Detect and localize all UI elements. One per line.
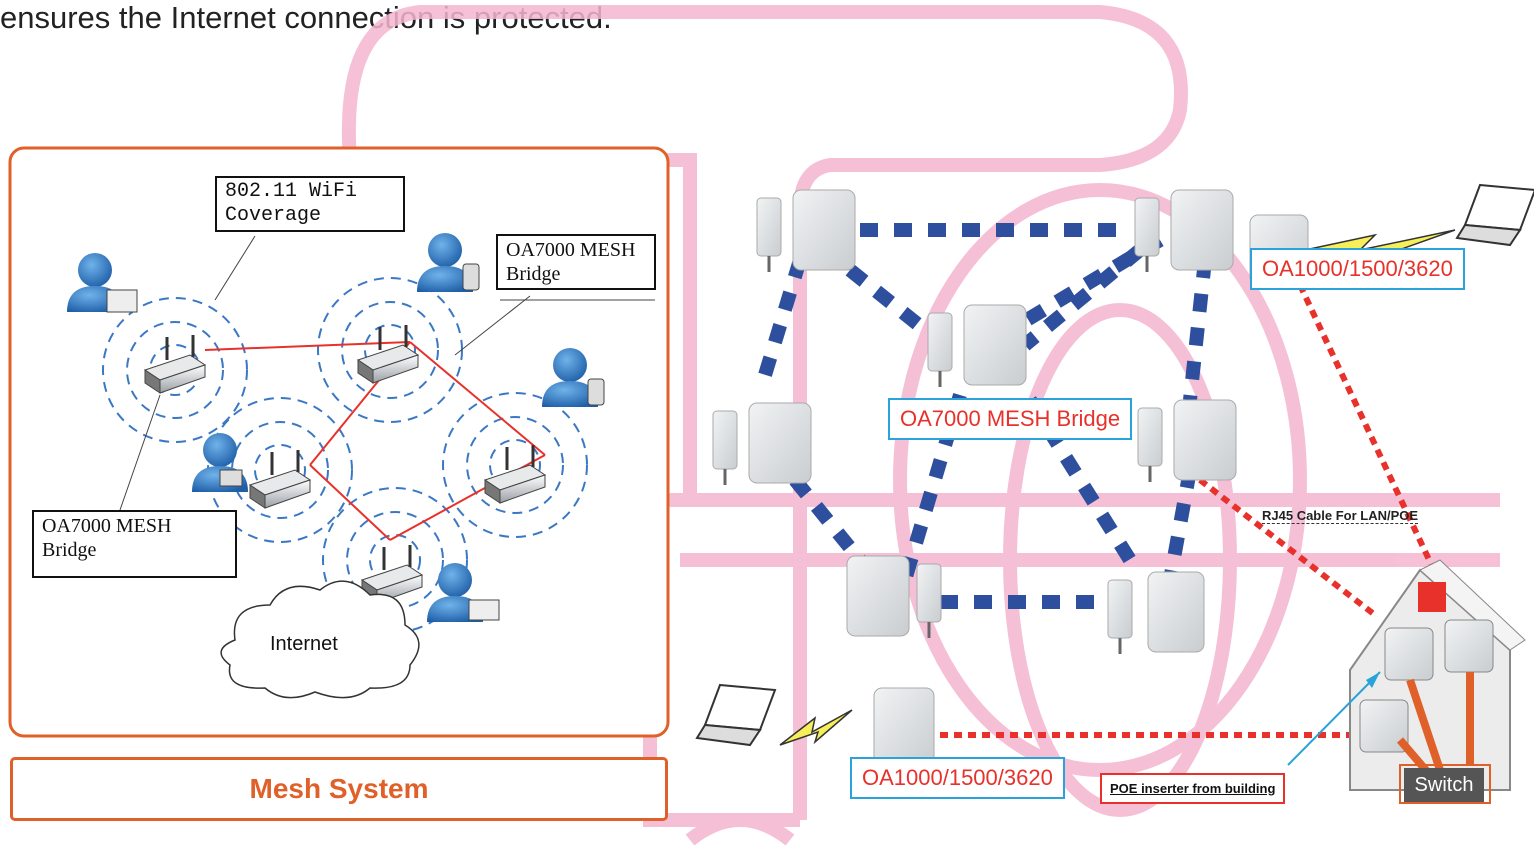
user-icon: [67, 233, 605, 622]
wifi-coverage-label: 802.11 WiFi Coverage: [215, 176, 405, 232]
oa7000-mesh-label: OA7000 MESH Bridge: [888, 398, 1133, 440]
oa1000-label-top: OA1000/1500/3620: [1250, 248, 1465, 290]
building-icon: [1287, 559, 1526, 804]
oa1000-label-bottom: OA1000/1500/3620: [850, 757, 1065, 799]
wireless-mesh-links: [758, 223, 1212, 609]
left-panel-frame: [8, 146, 670, 738]
wired-links: [940, 283, 1458, 738]
mesh-system-title: Mesh System: [10, 757, 668, 821]
leader-lines: [119, 235, 655, 511]
mesh-bridge-label-top: OA7000 MESH Bridge: [496, 234, 656, 290]
laptop-icon: [695, 183, 1534, 747]
poe-inserter-label: POE inserter from building: [1100, 773, 1286, 804]
switch-label: Switch: [1404, 768, 1484, 802]
internet-label: Internet: [270, 633, 338, 655]
router-icon: [143, 325, 547, 604]
cloud-icon: [220, 580, 420, 699]
mesh-bridge-label-bottom: OA7000 MESH Bridge: [32, 510, 237, 578]
access-point-icon: [712, 189, 1309, 767]
rj45-cable-label: RJ45 Cable For LAN/POE: [1262, 508, 1419, 524]
